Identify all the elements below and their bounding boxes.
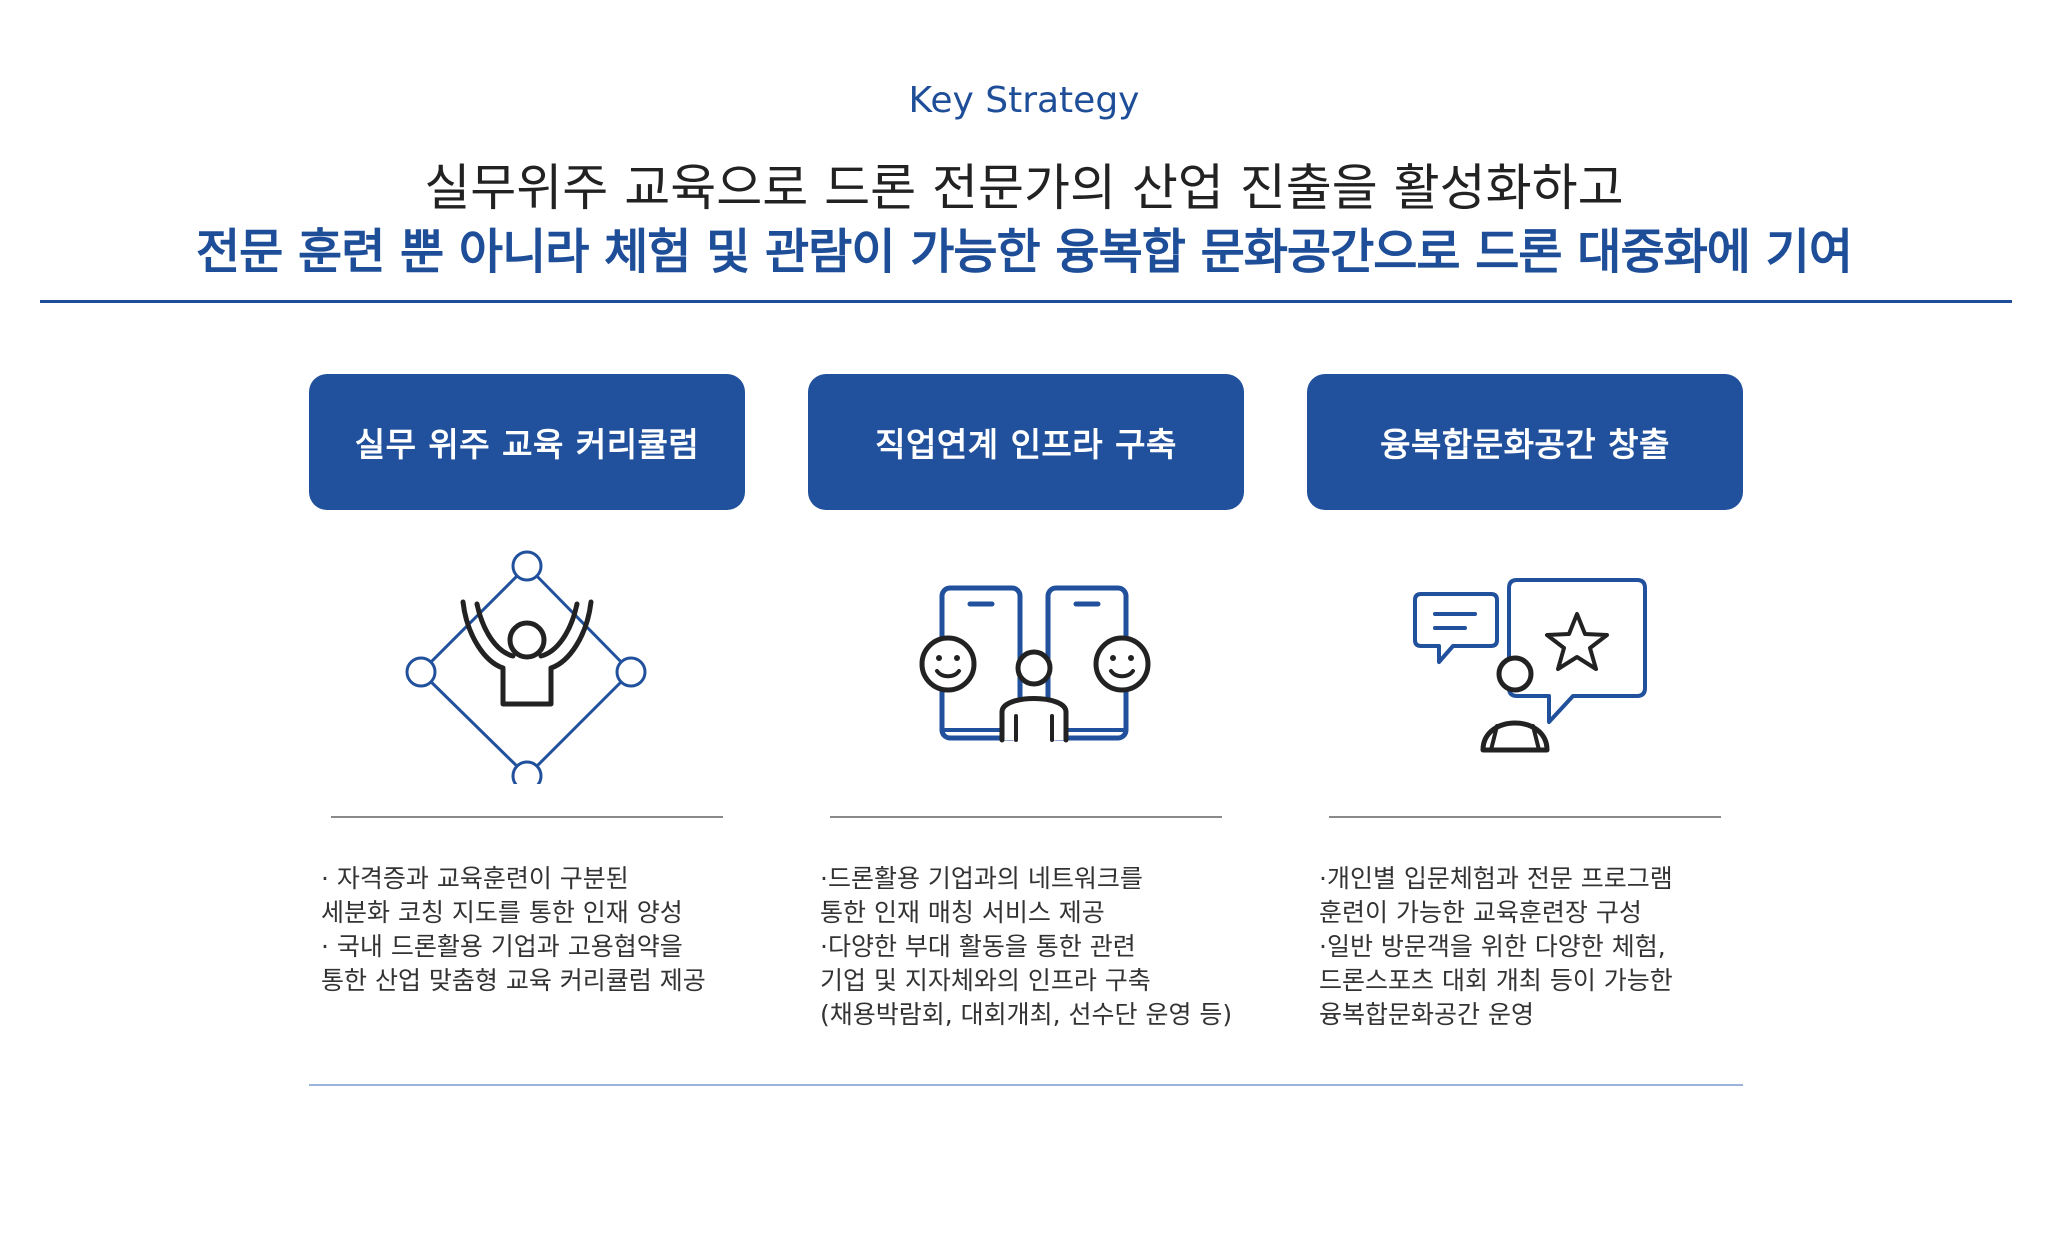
strategy-description: · 자격증과 교육훈련이 구분된 세분화 코칭 지도를 통한 인재 양성 · 국… (321, 862, 781, 998)
strategy-title-pill: 융복합문화공간 창출 (1307, 374, 1743, 510)
strategy-description: ·드론활용 기업과의 네트워크를 통한 인재 매칭 서비스 제공 ·다양한 부대… (820, 862, 1280, 1032)
strategy-title-pill: 직업연계 인프라 구축 (808, 374, 1244, 510)
description-line: 융복합문화공간 운영 (1319, 1000, 1534, 1029)
footer-divider (309, 1084, 1743, 1086)
description-line: · 국내 드론활용 기업과 고용협약을 (321, 932, 683, 961)
section-divider (830, 816, 1222, 818)
description-line: ·다양한 부대 활동을 통한 관련 (820, 932, 1136, 961)
key-strategy-label: Key Strategy (908, 80, 1140, 121)
headline-line-2: 전문 훈련 뿐 아니라 체험 및 관람이 가능한 융복합 문화공간으로 드론 대… (196, 224, 1853, 280)
strategy-title-pill: 실무 위주 교육 커리큘럼 (309, 374, 745, 510)
strategy-card-infrastructure: 직업연계 인프라 구축 ·드론활용 기업과의 네트워크를 통한 인재 매칭 서비… (808, 374, 1244, 1029)
description-line: ·드론활용 기업과의 네트워크를 (820, 864, 1143, 893)
description-line: 드론스포츠 대회 개최 등이 가능한 (1319, 966, 1673, 995)
chat-star-person-icon (1325, 544, 1725, 784)
strategy-card-culture-space: 융복합문화공간 창출 ·개인별 입문체험과 전문 프로그램 훈련이 가능한 교육… (1307, 374, 1743, 1029)
header-divider (40, 300, 2012, 303)
description-line: ·개인별 입문체험과 전문 프로그램 (1319, 864, 1673, 893)
job-matching-icon (826, 544, 1226, 784)
strategy-card-curriculum: 실무 위주 교육 커리큘럼 · 자격증과 교육훈련이 구분된 세분화 코칭 지도… (309, 374, 745, 995)
description-line: · 자격증과 교육훈련이 구분된 (321, 864, 629, 893)
section-divider (331, 816, 723, 818)
description-line: 통한 인재 매칭 서비스 제공 (820, 898, 1105, 927)
strategy-description: ·개인별 입문체험과 전문 프로그램 훈련이 가능한 교육훈련장 구성 ·일반 … (1319, 862, 1779, 1032)
description-line: 통한 산업 맞춤형 교육 커리큘럼 제공 (321, 966, 706, 995)
person-network-icon (327, 544, 727, 784)
description-line: 세분화 코칭 지도를 통한 인재 양성 (321, 898, 683, 927)
headline-line-1: 실무위주 교육으로 드론 전문가의 산업 진출을 활성화하고 (424, 159, 1624, 217)
description-line: (채용박람회, 대회개최, 선수단 운영 등) (820, 1000, 1233, 1029)
description-line: 훈련이 가능한 교육훈련장 구성 (1319, 898, 1642, 927)
section-divider (1329, 816, 1721, 818)
description-line: ·일반 방문객을 위한 다양한 체험, (1319, 932, 1666, 961)
description-line: 기업 및 지자체와의 인프라 구축 (820, 966, 1151, 995)
